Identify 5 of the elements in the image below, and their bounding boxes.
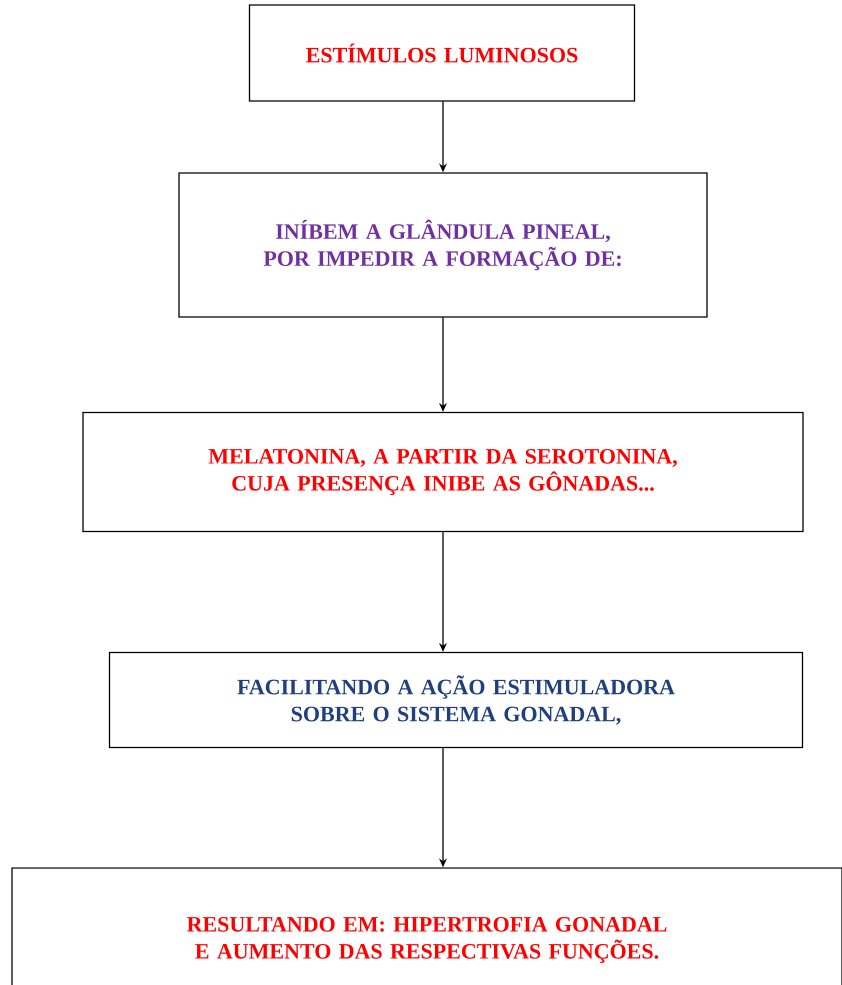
- process-box: RESULTANDO EM: HIPERTROFIA GONADAL E AUMENTO DAS RESPECTIVAS FUNÇÕES.: [11, 867, 842, 985]
- process-box: ESTÍMULOS LUMINOSOS: [248, 4, 636, 102]
- process-box: FACILITANDO A AÇÃO ESTIMULADORA SOBRE O SISTEMA GONADAL,: [108, 652, 804, 748]
- process-box: MELATONINA, A PARTIR DA SEROTONINA, CUJA PRESENÇA INIBE AS GÔNADAS...: [82, 412, 804, 532]
- process-box: INÍBEM A GLÂNDULA PINEAL, POR IMPEDIR A FORMAÇÃO DE:: [178, 172, 708, 318]
